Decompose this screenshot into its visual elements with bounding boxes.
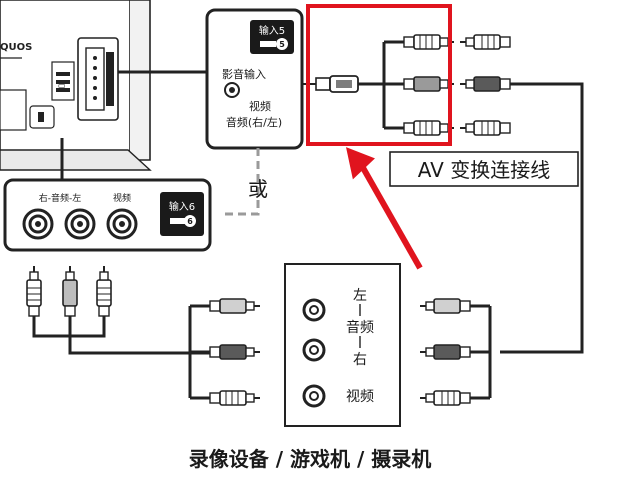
- input5-video-label: 视频: [249, 99, 271, 113]
- device-panel: 左 音频 右 视频: [284, 263, 401, 427]
- input5-badge-number: 5: [279, 40, 285, 49]
- input6-audio-label: 右-音频-左: [39, 192, 82, 204]
- device-audio-label: 音频: [346, 319, 374, 336]
- input6-panel: 右-音频-左 视频 输入6 6: [3, 178, 212, 252]
- svg-text:▭: ▭: [58, 81, 66, 90]
- tv-set: QUOS ▭: [0, 0, 152, 171]
- device-jack-right: [302, 338, 326, 362]
- red-arrow: [346, 147, 423, 270]
- input6-badge-number: 6: [187, 217, 193, 226]
- input5-av-in-label: 影音输入: [222, 67, 266, 81]
- input6-jack-left: [64, 208, 96, 240]
- av-cable-highlight-box: [306, 4, 452, 146]
- device-right-cable-set: [419, 298, 492, 406]
- device-video-label: 视频: [346, 389, 374, 405]
- or-dashed-line: [220, 148, 260, 216]
- diagram-caption: 录像设备 / 游戏机 / 摄录机: [189, 447, 431, 471]
- input5-audio-label: 音频(右/左): [226, 115, 282, 129]
- device-jack-left: [302, 298, 326, 322]
- input6-badge-text: 输入6: [169, 200, 195, 213]
- device-left-cable-set: [188, 298, 261, 406]
- input5-panel: 输入5 5 影音输入 视频 音频(右/左): [205, 8, 304, 150]
- av-cable-label-box: AV 变换连接线: [389, 151, 579, 187]
- av-conversion-cable: [302, 34, 455, 136]
- input6-plug-bundle: [26, 265, 250, 355]
- or-label: 或: [248, 177, 268, 201]
- right-top-plugs: [459, 34, 584, 354]
- input6-jack-video: [106, 208, 138, 240]
- input6-video-label: 视频: [113, 192, 131, 204]
- device-right-label: 右: [353, 352, 367, 368]
- device-jack-video: [302, 384, 326, 408]
- input6-jack-right: [22, 208, 54, 240]
- device-left-label: 左: [353, 288, 367, 304]
- input5-badge-text: 输入5: [259, 24, 285, 37]
- av-cable-label: AV 变换连接线: [418, 158, 550, 182]
- tv-brand-fragment: QUOS: [0, 42, 32, 53]
